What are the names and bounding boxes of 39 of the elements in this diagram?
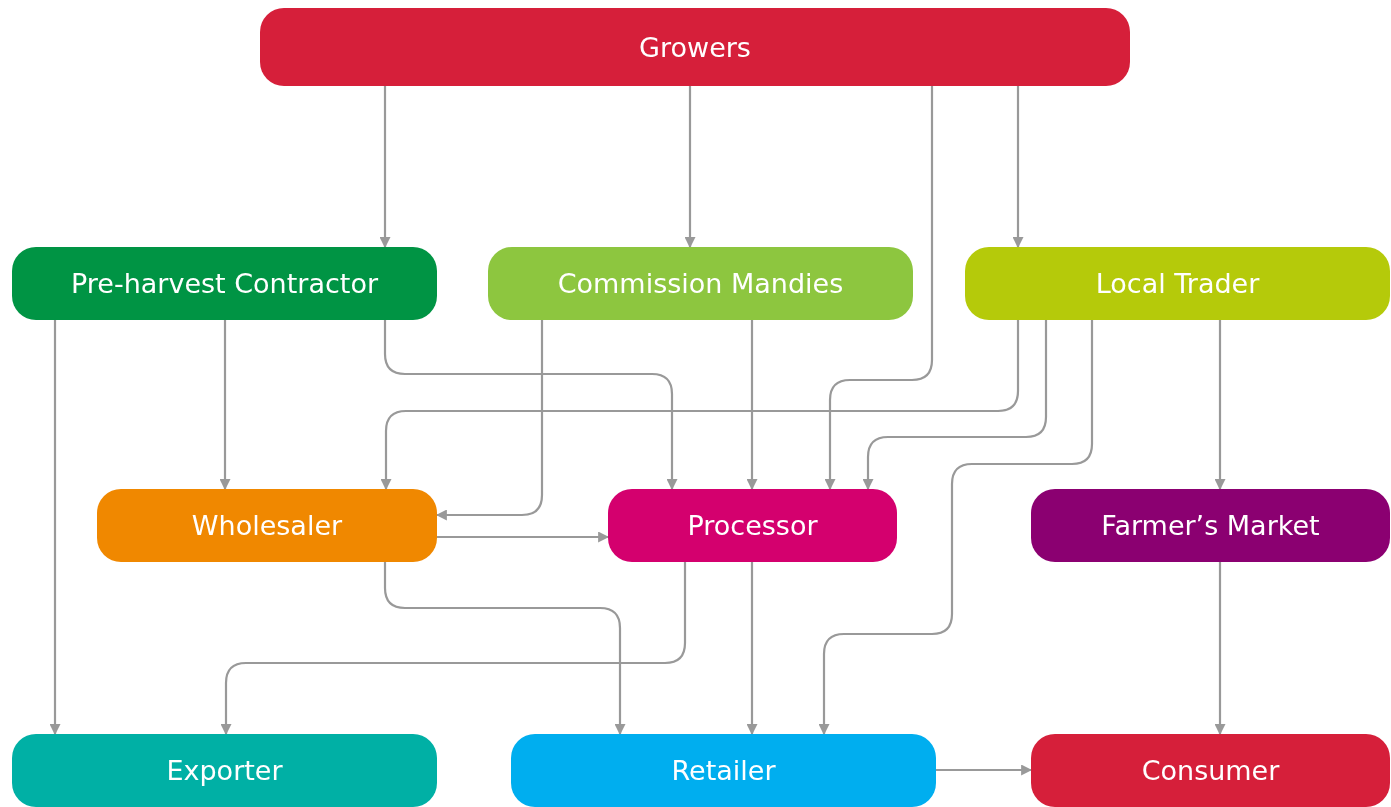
node-label: Local Trader bbox=[1095, 268, 1260, 299]
process-box bbox=[488, 247, 913, 320]
arrow bbox=[383, 562, 626, 736]
process-box bbox=[608, 489, 897, 562]
arrow bbox=[684, 86, 696, 249]
arrow bbox=[824, 86, 934, 491]
process-box bbox=[12, 734, 437, 807]
node-label: Wholesaler bbox=[191, 510, 343, 541]
node-label: Processor bbox=[687, 510, 818, 541]
arrow bbox=[219, 320, 231, 491]
arrow bbox=[862, 320, 1048, 491]
arrow bbox=[1214, 320, 1226, 491]
arrow bbox=[220, 562, 687, 736]
node-label: Commission Mandies bbox=[557, 268, 844, 299]
arrow bbox=[746, 562, 758, 736]
process-box bbox=[12, 247, 437, 320]
arrow bbox=[379, 86, 391, 249]
arrow bbox=[1012, 86, 1024, 249]
arrow bbox=[383, 320, 678, 491]
process-box bbox=[260, 8, 1130, 86]
arrow bbox=[437, 531, 610, 543]
arrow bbox=[1214, 562, 1226, 736]
process-box bbox=[1031, 734, 1390, 807]
arrow bbox=[746, 320, 758, 491]
arrow bbox=[380, 320, 1020, 491]
arrow bbox=[936, 764, 1033, 776]
node-label: Exporter bbox=[166, 755, 283, 786]
node-label: Pre-harvest Contractor bbox=[71, 268, 378, 299]
node-label: Growers bbox=[639, 31, 751, 63]
node-label: Farmer’s Market bbox=[1101, 510, 1320, 541]
node-label: Retailer bbox=[671, 755, 776, 786]
node-label: Consumer bbox=[1141, 755, 1280, 786]
process-box bbox=[965, 247, 1390, 320]
process-box bbox=[511, 734, 936, 807]
arrow bbox=[818, 320, 1094, 736]
arrow bbox=[49, 320, 61, 736]
process-box bbox=[97, 489, 437, 562]
process-box bbox=[1031, 489, 1390, 562]
arrow bbox=[435, 320, 544, 521]
